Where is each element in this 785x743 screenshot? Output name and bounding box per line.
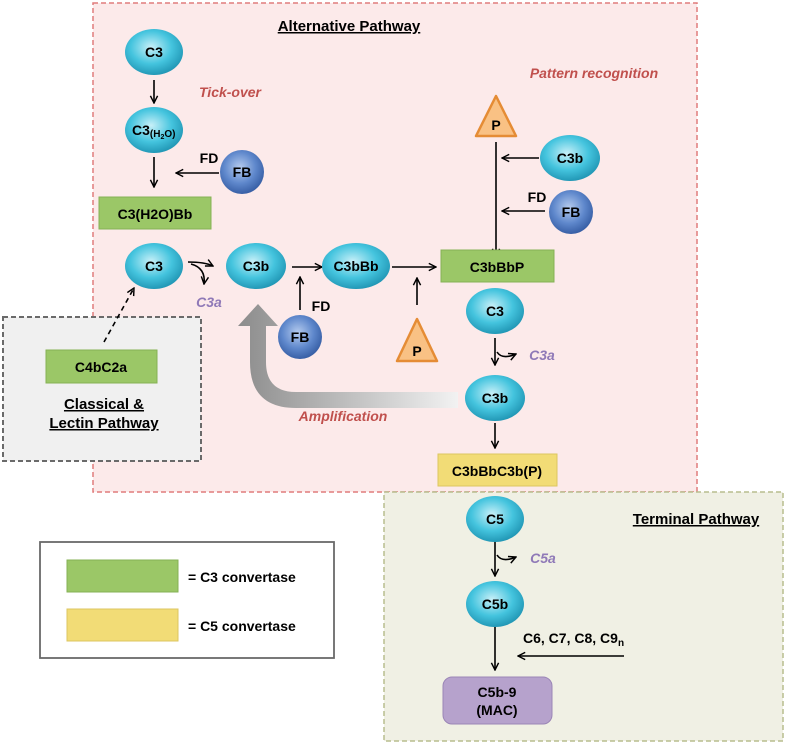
fb-right-molecule [549,190,593,234]
properdin-top-triangle [474,94,518,138]
c3b-right-label: C3b [557,150,583,166]
c3b-lower-molecule [465,375,525,421]
c3h2o-molecule [125,107,183,153]
c3bbbc3bp-label: C3bBbC3b(P) [452,463,542,479]
c3-mid-label: C3 [145,258,163,274]
c3b-lower-label: C3b [482,390,508,406]
c3-top-label: C3 [145,44,163,60]
c5-label: C5 [486,511,504,527]
mac-box [442,676,553,725]
c3bbbc3bp-box [437,453,558,487]
c5b-molecule [466,581,524,627]
c4bc2a-label: C4bC2a [75,359,127,375]
amplification-arrow [238,304,458,408]
c3b-mid-molecule [226,243,286,289]
c3bbbp-box [440,249,555,283]
amplification-label: Amplification [298,408,388,424]
c3-mid-molecule [125,243,183,289]
c3bbb-molecule [322,243,390,289]
c3h2o-label: C3(H2O) [132,122,175,141]
legend-c3-convertase-label: = C3 convertase [188,569,296,585]
fb-right-label: FB [562,204,581,220]
c4bc2a-box [45,349,158,384]
fd-bottom-label: FD [312,298,331,314]
legend-c5-convertase-label: = C5 convertase [188,618,296,634]
fb-bottom-label: FB [291,329,310,345]
c3h2obb-box [98,196,212,230]
fd-top-label: FD [200,150,219,166]
properdin-top-label: P [491,117,500,133]
c3a-lower-label: C3a [529,347,555,363]
c5b-label: C5b [482,596,508,612]
c3b-right-molecule [540,135,600,181]
fb-bottom-molecule [278,315,322,359]
classical-lectin-pathway-box [2,316,202,462]
mac-label-line2: (MAC) [476,702,517,718]
terminal-pathway-title: Terminal Pathway [633,511,760,528]
c3a-mid-label: C3a [196,294,222,310]
c3h2obb-label: C3(H2O)Bb [118,206,193,222]
legend-c3-convertase-swatch [66,559,179,593]
classical-pathway-title-line2: Lectin Pathway [49,415,159,432]
properdin-bottom-triangle [395,317,439,363]
c3-lower-label: C3 [486,303,504,319]
reaction-arrows [103,80,624,670]
pattern-recognition-label: Pattern recognition [530,65,658,81]
alternative-pathway-title: Alternative Pathway [278,18,421,35]
c3bbb-label: C3bBb [333,258,378,274]
c3bbbp-label: C3bBbP [470,259,524,275]
c5-molecule [466,496,524,542]
properdin-bottom-label: P [412,343,421,359]
c3-top-molecule [125,29,183,75]
c3-lower-molecule [466,288,524,334]
c5a-label: C5a [530,550,556,566]
tick-over-label: Tick-over [199,84,263,100]
classical-pathway-title-line1: Classical & [64,396,144,413]
c3b-mid-label: C3b [243,258,269,274]
mac-label-line1: C5b-9 [478,684,517,700]
legend-c5-convertase-swatch [66,608,179,642]
fb-top-label: FB [233,164,252,180]
fd-right-label: FD [528,189,547,205]
fb-top-molecule [220,150,264,194]
c6-c9-label: C6, C7, C8, C9n [523,630,624,649]
